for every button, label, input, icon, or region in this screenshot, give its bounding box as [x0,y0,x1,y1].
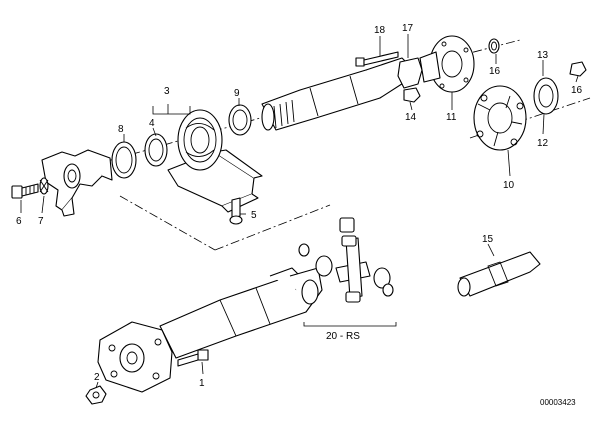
callout-7: 7 [38,216,44,227]
callouts: 3 4 8 9 5 6 7 18 17 14 11 16 13 12 10 16… [16,23,583,407]
nut-14 [403,87,421,103]
callout-20-rs: 20 - RS [326,331,360,342]
bolt-18 [355,51,399,67]
clamp-17 [397,57,423,89]
bolt-5 [229,197,243,225]
callout-8: 8 [118,124,124,135]
washer-7 [39,177,49,195]
lower-driveshaft [159,267,323,359]
callout-5: 5 [251,210,257,221]
bolt-6 [11,183,39,199]
callout-12: 12 [537,138,549,149]
callout-2: 2 [94,372,100,383]
universal-joint-20 [298,217,394,303]
callout-15: 15 [482,234,494,245]
intermediate-shaft [261,57,411,131]
callout-14: 14 [405,112,417,123]
callout-18: 18 [374,25,386,36]
coupling-10 [473,85,527,151]
centering-ring-12 [533,77,559,115]
ring-left [111,141,137,179]
callout-4: 4 [149,118,155,129]
callout-1: 1 [199,378,205,389]
callout-9: 9 [234,88,240,99]
callout-3: 3 [164,86,170,97]
callout-13: 13 [537,50,549,61]
ring-9 [228,104,252,136]
callout-17: 17 [402,23,414,34]
callout-16-top: 16 [489,66,501,77]
callout-11: 11 [446,112,457,123]
ring-4 [144,133,168,167]
bolt-1 [177,349,209,367]
callout-6: 6 [16,216,22,227]
nut-16 [569,61,587,77]
callout-16-right: 16 [571,85,583,96]
ring-16-top [488,38,500,54]
callout-10: 10 [503,180,515,191]
drawing-reference-number: 00003423 [540,398,576,407]
flange-11 [419,35,475,93]
grease-tube-15 [457,251,541,297]
leader-lines [20,34,579,389]
nut-2 [85,385,107,405]
flange-yoke-upper [41,149,113,217]
flange-yoke-lower [97,321,173,393]
center-bearing-3 [167,109,263,213]
